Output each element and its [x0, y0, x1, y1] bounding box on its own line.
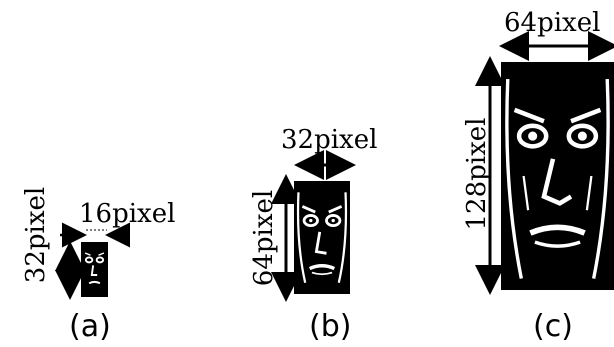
- panel-b-caption: (b): [309, 309, 352, 344]
- panel-b-width-label: 32pixel: [281, 125, 378, 155]
- panel-a-caption: (a): [69, 309, 111, 344]
- panel-c-face-image: [501, 62, 614, 290]
- panel-c-height-label: 128pixel: [462, 117, 492, 231]
- panel-a-width-label: 16pixel: [79, 199, 176, 229]
- panel-b-height-label: 64pixel: [249, 189, 279, 287]
- panel-c-width-label: 64pixel: [504, 8, 601, 38]
- panel-c-caption: (c): [533, 309, 573, 344]
- panel-a-height-label: 32pixel: [21, 186, 51, 284]
- panel-b-face-image: [294, 181, 350, 294]
- panel-a-face-image: [81, 242, 108, 297]
